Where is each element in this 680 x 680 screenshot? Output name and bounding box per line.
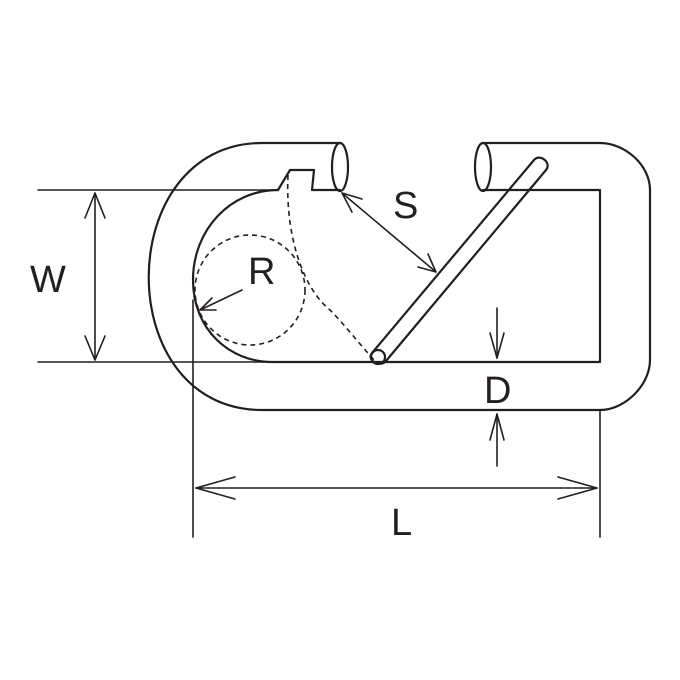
- label-s: S: [393, 185, 418, 227]
- d-arrow-top-head: [489, 332, 505, 359]
- r-arrow-head: [199, 297, 217, 311]
- label-r: R: [248, 251, 275, 293]
- latch-notch: [276, 168, 342, 192]
- label-w: W: [30, 259, 66, 301]
- label-d: D: [484, 370, 511, 412]
- s-dimension-line: [341, 192, 437, 273]
- w-arrow-top: [84, 192, 106, 219]
- radius-circle: [194, 234, 306, 346]
- w-arrow-bottom: [84, 335, 106, 361]
- hook-end-cap: [473, 141, 493, 193]
- r-dimension-line: [199, 289, 243, 311]
- gate-swing-path: [286, 174, 377, 363]
- hook-inner-outline: [191, 188, 602, 364]
- hook-outer-outline: [147, 141, 652, 412]
- d-arrow-bottom-head: [489, 413, 505, 441]
- s-arrow-end: [417, 253, 437, 273]
- s-arrow-start: [341, 192, 363, 213]
- label-l: L: [391, 502, 412, 544]
- l-arrow-left: [195, 476, 236, 500]
- hook-tip-cap: [330, 141, 350, 193]
- l-arrow-right: [557, 476, 598, 500]
